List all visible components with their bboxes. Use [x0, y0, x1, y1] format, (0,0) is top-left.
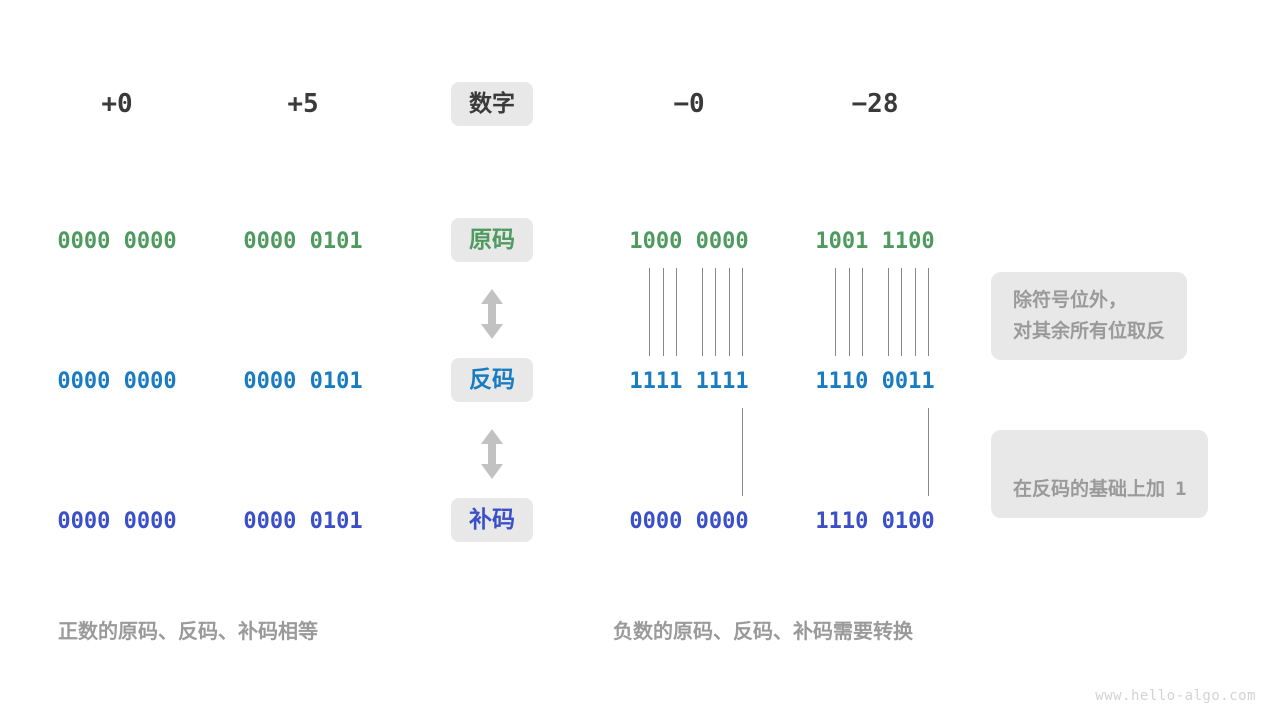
site-watermark: www.hello-algo.com [1095, 688, 1256, 704]
header-label-number: 数字 [382, 82, 602, 126]
header-value-plus-zero: +0 [101, 89, 133, 119]
caption-positive-numbers: 正数的原码、反码、补码相等 [58, 619, 318, 643]
bit-connector-line [675, 268, 677, 356]
header-value-minus-zero: −0 [673, 89, 705, 119]
bit-connector-line [914, 268, 916, 356]
ones-complement-value-plus-five: 0000 0101 [243, 369, 363, 394]
sign-magnitude-value-minus-zero: 1000 0000 [629, 229, 749, 254]
row-label-twos-complement-badge: 补码 [451, 498, 533, 542]
bit-connector-line [901, 268, 903, 356]
twos-complement-value-plus-five: 0000 0101 [243, 509, 363, 534]
bit-connector-line [741, 408, 743, 496]
twos-complement-value-plus-zero: 0000 0000 [57, 509, 177, 534]
row-label-ones-complement-badge: 反码 [451, 358, 533, 402]
bit-connector-line [888, 268, 890, 356]
twos-complement-value-minus-zero: 0000 0000 [629, 509, 749, 534]
arrow-ones-complement-to-twos-complement [382, 428, 602, 484]
note-add-one-value: 1 [1175, 478, 1187, 500]
sign-magnitude-value-plus-five: 0000 0101 [243, 229, 363, 254]
bit-connector-line [835, 268, 837, 356]
ones-complement-value-minus-twentyeight: 1110 0011 [815, 369, 935, 394]
bit-connector-line [848, 268, 850, 356]
up-down-arrow-icon [481, 429, 503, 479]
bit-connector-line [927, 268, 929, 356]
note-add-one: 在反码的基础上加 1 [991, 430, 1209, 518]
header-value-minus-twentyeight: −28 [851, 89, 899, 119]
note-add-one-text: 在反码的基础上加 [1013, 478, 1166, 500]
bit-connector-line [649, 268, 651, 356]
row-label-sign-magnitude-badge: 原码 [451, 218, 533, 262]
bit-connector-line [927, 408, 929, 496]
ones-complement-value-plus-zero: 0000 0000 [57, 369, 177, 394]
header-label-number-badge: 数字 [451, 82, 533, 126]
bit-connector-line [741, 268, 743, 356]
arrow-sign-magnitude-to-ones-complement [382, 288, 602, 344]
bit-connector-line [662, 268, 664, 356]
bit-connector-line [728, 268, 730, 356]
caption-negative-numbers: 负数的原码、反码、补码需要转换 [613, 619, 913, 643]
ones-complement-value-minus-zero: 1111 1111 [629, 369, 749, 394]
header-value-plus-five: +5 [287, 89, 319, 119]
row-label-twos-complement: 补码 [382, 498, 602, 542]
bit-connector-line [702, 268, 704, 356]
sign-magnitude-value-plus-zero: 0000 0000 [57, 229, 177, 254]
twos-complement-value-minus-twentyeight: 1110 0100 [815, 509, 935, 534]
sign-magnitude-value-minus-twentyeight: 1001 1100 [815, 229, 935, 254]
note-invert-non-sign-bits: 除符号位外， 对其余所有位取反 [991, 272, 1188, 360]
bit-connector-line [861, 268, 863, 356]
row-label-ones-complement: 反码 [382, 358, 602, 402]
row-label-sign-magnitude: 原码 [382, 218, 602, 262]
bit-connector-line [715, 268, 717, 356]
up-down-arrow-icon [481, 289, 503, 339]
